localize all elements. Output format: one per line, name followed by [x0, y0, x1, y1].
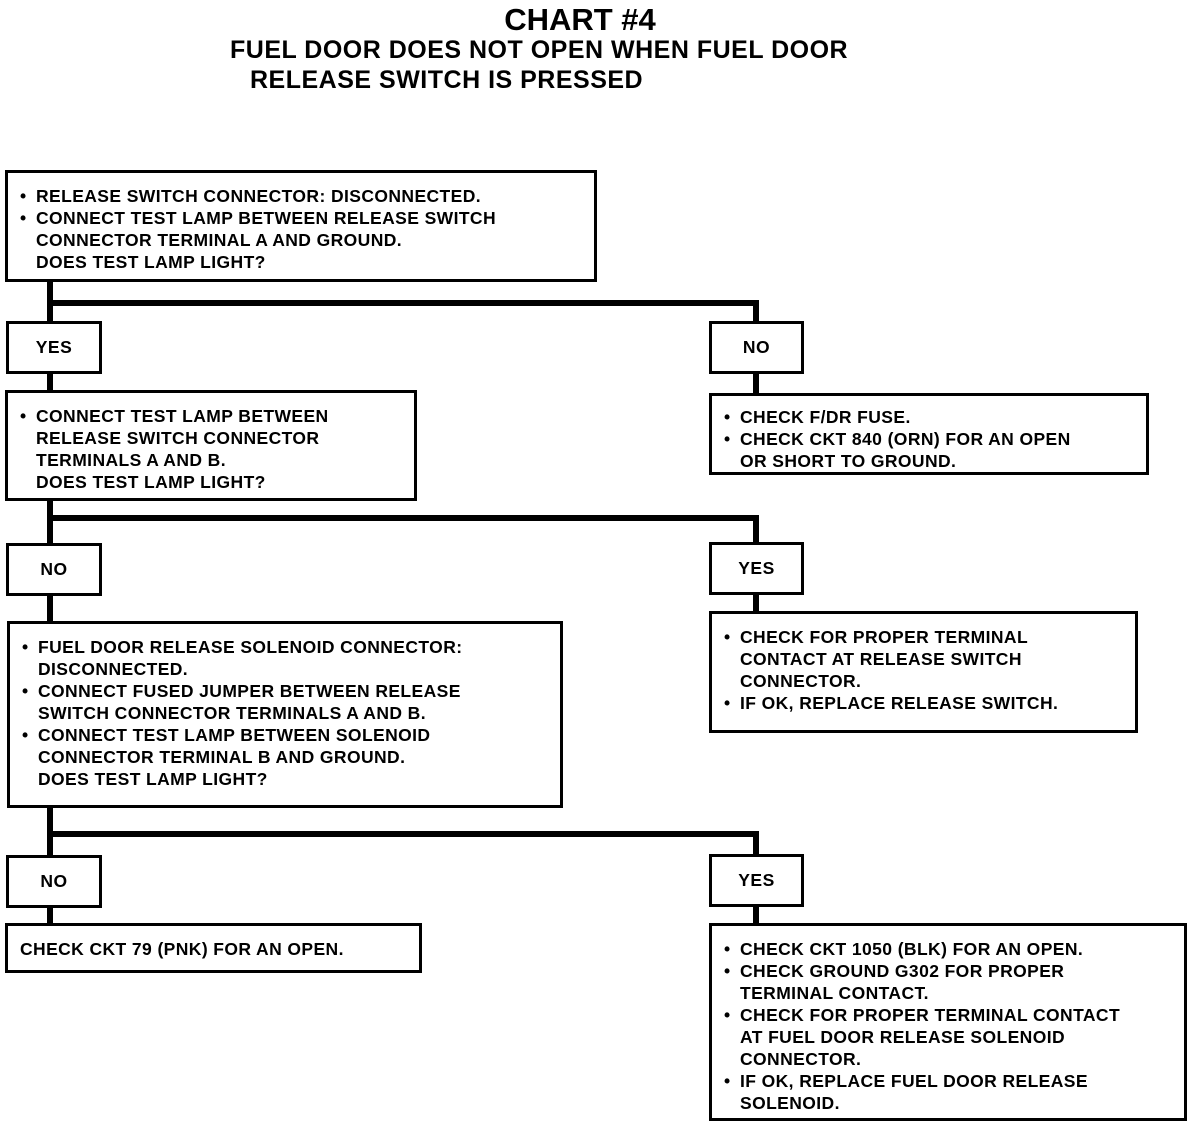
step3-box: FUEL DOOR RELEASE SOLENOID CONNECTOR:DIS… [7, 621, 563, 808]
step3-item3: CONNECT TEST LAMP BETWEEN SOLENOIDCONNEC… [22, 724, 550, 768]
step1-no-result-box: CHECK F/DR FUSE. CHECK CKT 840 (ORN) FOR… [709, 393, 1149, 475]
connector-step3-branch [47, 831, 759, 837]
step2-question: DOES TEST LAMP LIGHT? [36, 472, 266, 492]
step1-question: DOES TEST LAMP LIGHT? [36, 252, 266, 272]
step1-box: RELEASE SWITCH CONNECTOR: DISCONNECTED. … [5, 170, 597, 282]
step3-no-result-box: CHECK CKT 79 (PNK) FOR AN OPEN. [5, 923, 422, 973]
step1-no-label: NO [709, 321, 804, 374]
chart-subtitle-line1: FUEL DOOR DOES NOT OPEN WHEN FUEL DOOR [230, 36, 849, 64]
step3-yes-label: YES [709, 854, 804, 907]
chart-title: CHART #4 [504, 2, 656, 37]
step3-no-label: NO [6, 855, 102, 908]
connector-step2-branch [47, 515, 759, 521]
step1-no-result-item1: CHECK F/DR FUSE. [724, 406, 1136, 428]
connector-step1-yes-to-step2 [47, 372, 53, 394]
step3-no-result-text: CHECK CKT 79 (PNK) FOR AN OPEN. [20, 939, 344, 959]
step3-item1: FUEL DOOR RELEASE SOLENOID CONNECTOR:DIS… [22, 636, 550, 680]
step2-yes-label: YES [709, 542, 804, 595]
connector-step1-branch [47, 300, 759, 306]
step3-yes-result-box: CHECK CKT 1050 (BLK) FOR AN OPEN. CHECK … [709, 923, 1187, 1121]
connector-step3-yes-to-result [753, 905, 759, 926]
step3-question: DOES TEST LAMP LIGHT? [38, 769, 268, 789]
step1-yes-label: YES [6, 321, 102, 374]
connector-step3-yes-down [753, 831, 759, 857]
connector-step1-no-to-result [753, 372, 759, 396]
connector-step1-no-down [753, 300, 759, 324]
connector-step2-down [47, 498, 53, 546]
step2-yes-result-item2: IF OK, REPLACE RELEASE SWITCH. [724, 692, 1125, 714]
connector-step2-yes-down [753, 515, 759, 545]
step3-yes-result-item4: IF OK, REPLACE FUEL DOOR RELEASESOLENOID… [724, 1070, 1174, 1114]
chart-subtitle-line2: RELEASE SWITCH IS PRESSED [250, 66, 644, 94]
step3-item2: CONNECT FUSED JUMPER BETWEEN RELEASESWIT… [22, 680, 550, 724]
step1-item1: RELEASE SWITCH CONNECTOR: DISCONNECTED. [20, 185, 584, 207]
connector-step2-no-to-step3 [47, 594, 53, 624]
step2-no-label: NO [6, 543, 102, 596]
step1-item2: CONNECT TEST LAMP BETWEEN RELEASE SWITCH… [20, 207, 584, 251]
connector-step3-no-to-result [47, 905, 53, 926]
step3-yes-result-item1: CHECK CKT 1050 (BLK) FOR AN OPEN. [724, 938, 1174, 960]
connector-step2-yes-to-result [753, 592, 759, 614]
